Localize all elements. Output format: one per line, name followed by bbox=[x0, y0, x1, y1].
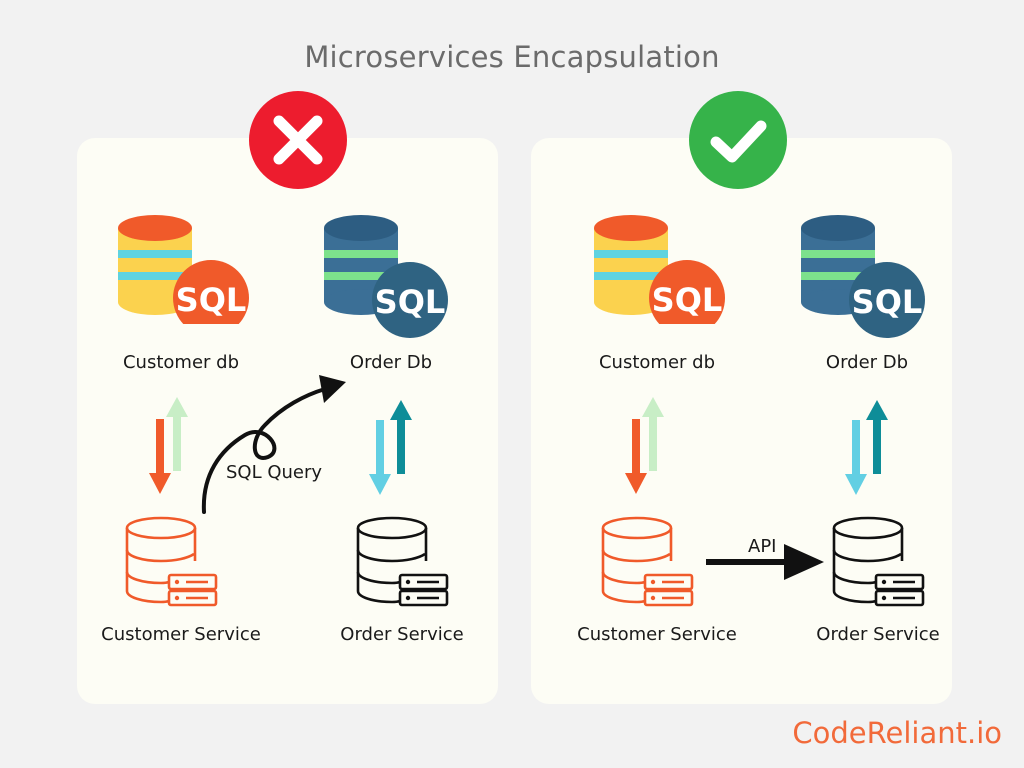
sql-badge-text: SQL bbox=[375, 283, 446, 321]
order-db-label: Order Db bbox=[349, 352, 433, 373]
order-database-icon: SQL bbox=[322, 214, 456, 348]
customer-service-label: Customer Service bbox=[101, 624, 261, 645]
sql-query-arrow bbox=[201, 375, 346, 514]
order-database-icon: SQL bbox=[799, 214, 933, 348]
sql-badge-text: SQL bbox=[852, 283, 923, 321]
customer-db-label: Customer db bbox=[122, 352, 239, 373]
order-db-sync-arrows bbox=[843, 398, 893, 504]
customer-db-label: Customer db bbox=[598, 352, 715, 373]
customer-database-icon: SQL bbox=[592, 214, 726, 336]
customer-database-icon: SQL bbox=[116, 214, 250, 336]
customer-db-sync-arrows bbox=[146, 395, 196, 501]
customer-service-label: Customer Service bbox=[577, 624, 737, 645]
order-service-server-icon bbox=[831, 515, 927, 613]
brand-logo-text[interactable]: CodeReliant.io bbox=[792, 716, 1002, 750]
check-mark-icon bbox=[689, 91, 787, 189]
sql-badge-text: SQL bbox=[652, 281, 723, 319]
order-db-sync-arrows bbox=[367, 398, 417, 504]
customer-service-server-icon bbox=[600, 515, 696, 613]
x-mark-icon bbox=[249, 91, 347, 189]
order-service-label: Order Service bbox=[340, 624, 464, 645]
customer-service-server-icon bbox=[124, 515, 220, 613]
order-db-label: Order Db bbox=[825, 352, 909, 373]
page-title: Microservices Encapsulation bbox=[304, 40, 720, 74]
customer-db-sync-arrows bbox=[622, 395, 672, 501]
sql-badge-text: SQL bbox=[176, 281, 247, 319]
api-label: API bbox=[748, 536, 777, 557]
order-service-server-icon bbox=[355, 515, 451, 613]
sql-query-label: SQL Query bbox=[226, 462, 323, 483]
api-arrow bbox=[706, 544, 824, 580]
order-service-label: Order Service bbox=[816, 624, 940, 645]
